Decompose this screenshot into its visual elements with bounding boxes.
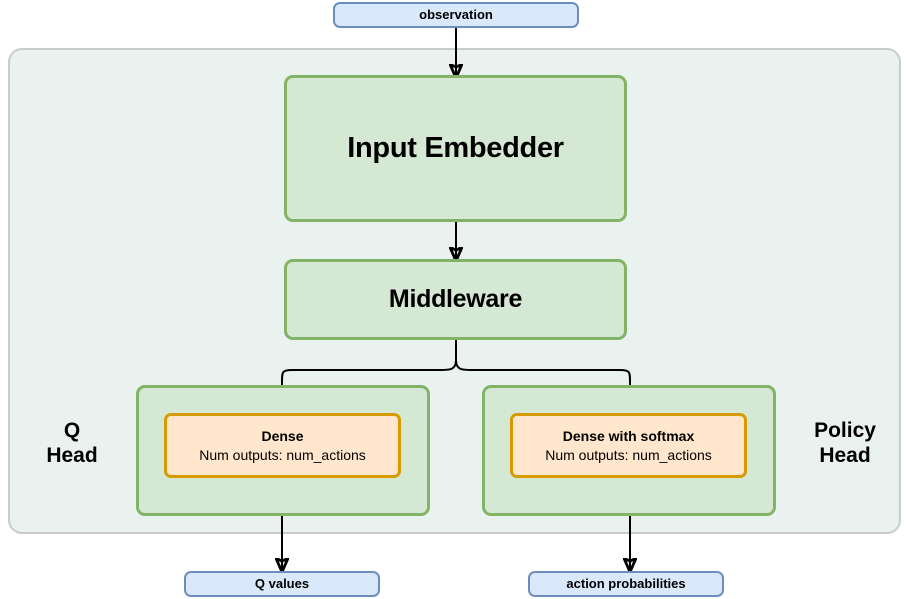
q-values-output-box[interactable]: Q values <box>184 571 380 597</box>
q-head-label-line2: Head <box>46 444 98 468</box>
q-head-side-label: Q Head <box>24 418 120 468</box>
q-values-label: Q values <box>254 575 310 591</box>
policy-head-dense-box[interactable]: Dense with softmax Num outputs: num_acti… <box>510 413 747 478</box>
input-embedder-block[interactable]: Input Embedder <box>284 75 627 222</box>
observation-label: observation <box>419 6 493 22</box>
q-head-label-line1: Q <box>63 419 81 442</box>
action-probabilities-output-box[interactable]: action probabilities <box>528 571 724 597</box>
policy-head-label-line2: Head <box>819 444 871 468</box>
middleware-block[interactable]: Middleware <box>284 259 627 340</box>
q-head-dense-title: Dense <box>261 427 304 444</box>
observation-box[interactable]: observation <box>333 2 579 28</box>
policy-head-label-line1: Policy <box>814 419 876 442</box>
policy-head-dense-title: Dense with softmax <box>562 427 695 444</box>
input-embedder-label: Input Embedder <box>347 131 564 164</box>
middleware-label: Middleware <box>388 285 523 314</box>
q-head-dense-box[interactable]: Dense Num outputs: num_actions <box>164 413 401 478</box>
policy-head-side-label: Policy Head <box>790 418 900 468</box>
q-head-dense-subtitle: Num outputs: num_actions <box>199 447 366 463</box>
policy-head-dense-subtitle: Num outputs: num_actions <box>545 447 712 463</box>
action-probabilities-label: action probabilities <box>566 575 686 591</box>
